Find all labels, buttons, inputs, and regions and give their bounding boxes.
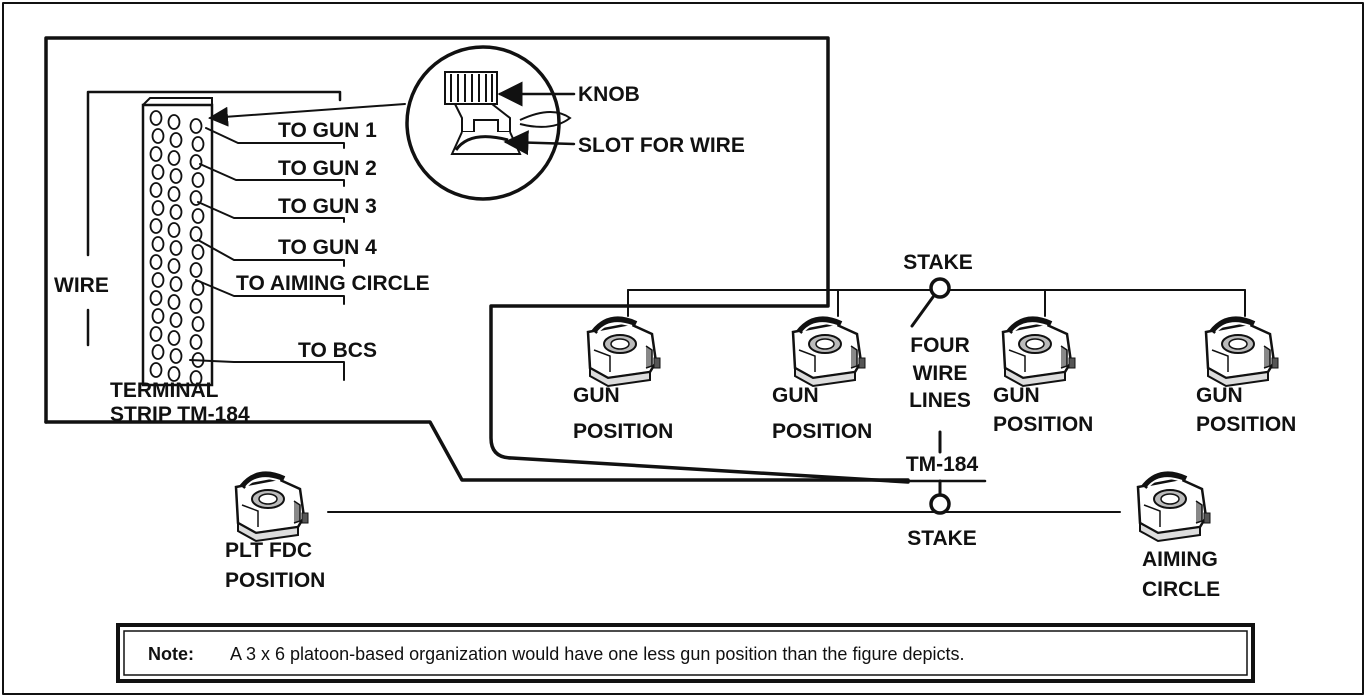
terminal-screw [189,298,203,314]
to-aiming-circle-label: TO AIMING CIRCLE [236,272,430,295]
aiming-circle-line2: CIRCLE [1142,578,1220,601]
note-label: Note: [148,644,194,664]
terminal-screw [169,312,183,328]
to-bcs-label: TO BCS [298,339,377,362]
terminal-screw [189,262,203,278]
terminal-strip [141,97,214,387]
tm184-label: TM-184 [906,453,979,476]
gun-position-3-line1: GUN [993,384,1040,407]
terminal-screw [149,290,163,306]
terminal-screw [149,182,163,198]
stake-top-label: STAKE [903,251,973,274]
terminal-screw [191,316,205,332]
inset-leader-line [44,420,910,482]
terminal-screw [149,326,163,342]
terminal-screw [189,190,203,206]
terminal-screw [169,240,183,256]
terminal-screw [167,330,181,346]
to-gun-3-label: TO GUN 3 [278,195,377,218]
terminal-screw [169,276,183,292]
terminal-screw [151,164,165,180]
terminal-screw [189,334,203,350]
gun-position-3-line2: POSITION [993,413,1093,436]
terminal-strip-label-line2: STRIP TM-184 [110,403,250,426]
terminal-screw [191,244,205,260]
terminal-screw [189,154,203,170]
phone-icon-gun-1 [588,320,660,387]
gun-position-1-line1: GUN [573,384,620,407]
terminal-screw [169,204,183,220]
four-wire-lines-line3: LINES [909,389,971,412]
wire-left-top [86,90,342,257]
to-gun-1-label: TO GUN 1 [278,119,377,142]
terminal-screw [191,136,205,152]
gun-position-4-line1: GUN [1196,384,1243,407]
phone-icon-gun-4 [1206,320,1278,387]
stake-bottom-marker [929,493,951,515]
terminal-screw [149,254,163,270]
terminal-screw [167,258,181,274]
terminal-screw [189,370,203,386]
stake-top-wire [910,295,935,328]
terminal-screw [169,168,183,184]
terminal-screw [151,200,165,216]
inset-frame [44,36,910,484]
gun-position-2-line1: GUN [772,384,819,407]
terminal-screw [149,362,163,378]
knob-label: KNOB [578,83,640,106]
wire-arrow [208,103,406,127]
slot-for-wire-label: SLOT FOR WIRE [578,134,745,157]
aiming-circle-line1: AIMING [1142,548,1218,571]
terminal-wires [189,127,345,381]
note-box: Note: A 3 x 6 platoon-based organization… [116,623,1255,683]
stake-bottom-label: STAKE [907,527,977,550]
terminal-screw [167,186,181,202]
terminal-screw [169,132,183,148]
terminal-screw [149,218,163,234]
four-wire-lines-line2: WIRE [913,362,968,385]
terminal-screw [149,146,163,162]
plt-fdc-line2: POSITION [225,569,325,592]
terminal-screw [149,110,163,126]
terminal-screw [189,226,203,242]
terminal-screw [151,236,165,252]
wire-label: WIRE [54,274,109,297]
phone-icon-aiming-circle [1138,475,1210,542]
terminal-screw [191,172,205,188]
terminal-detail-magnifier [405,45,576,201]
terminal-screw [167,150,181,166]
terminal-screw [151,308,165,324]
terminal-screw [167,114,181,130]
gun-position-1-line2: POSITION [573,420,673,443]
terminal-strip-label-line1: TERMINAL [110,379,219,402]
four-wire-lines-line1: FOUR [910,334,970,357]
phone-icon-plt-fdc [236,475,308,542]
terminal-screw [151,128,165,144]
terminal-screw [151,272,165,288]
gun-position-2-line2: POSITION [772,420,872,443]
to-gun-2-label: TO GUN 2 [278,157,377,180]
terminal-screw [191,208,205,224]
terminal-screw [169,348,183,364]
note-text: A 3 x 6 platoon-based organization would… [230,644,965,664]
plt-fdc-line1: PLT FDC [225,539,312,562]
stake-top-marker [929,277,951,299]
terminal-screw [167,366,181,382]
to-gun-4-label: TO GUN 4 [278,236,377,259]
terminal-screw [151,344,165,360]
terminal-screw [167,222,181,238]
phone-icon-gun-3 [1003,320,1075,387]
gun-position-4-line2: POSITION [1196,413,1296,436]
terminal-screw [189,118,203,134]
terminal-screw [167,294,181,310]
phone-icon-gun-2 [793,320,865,387]
